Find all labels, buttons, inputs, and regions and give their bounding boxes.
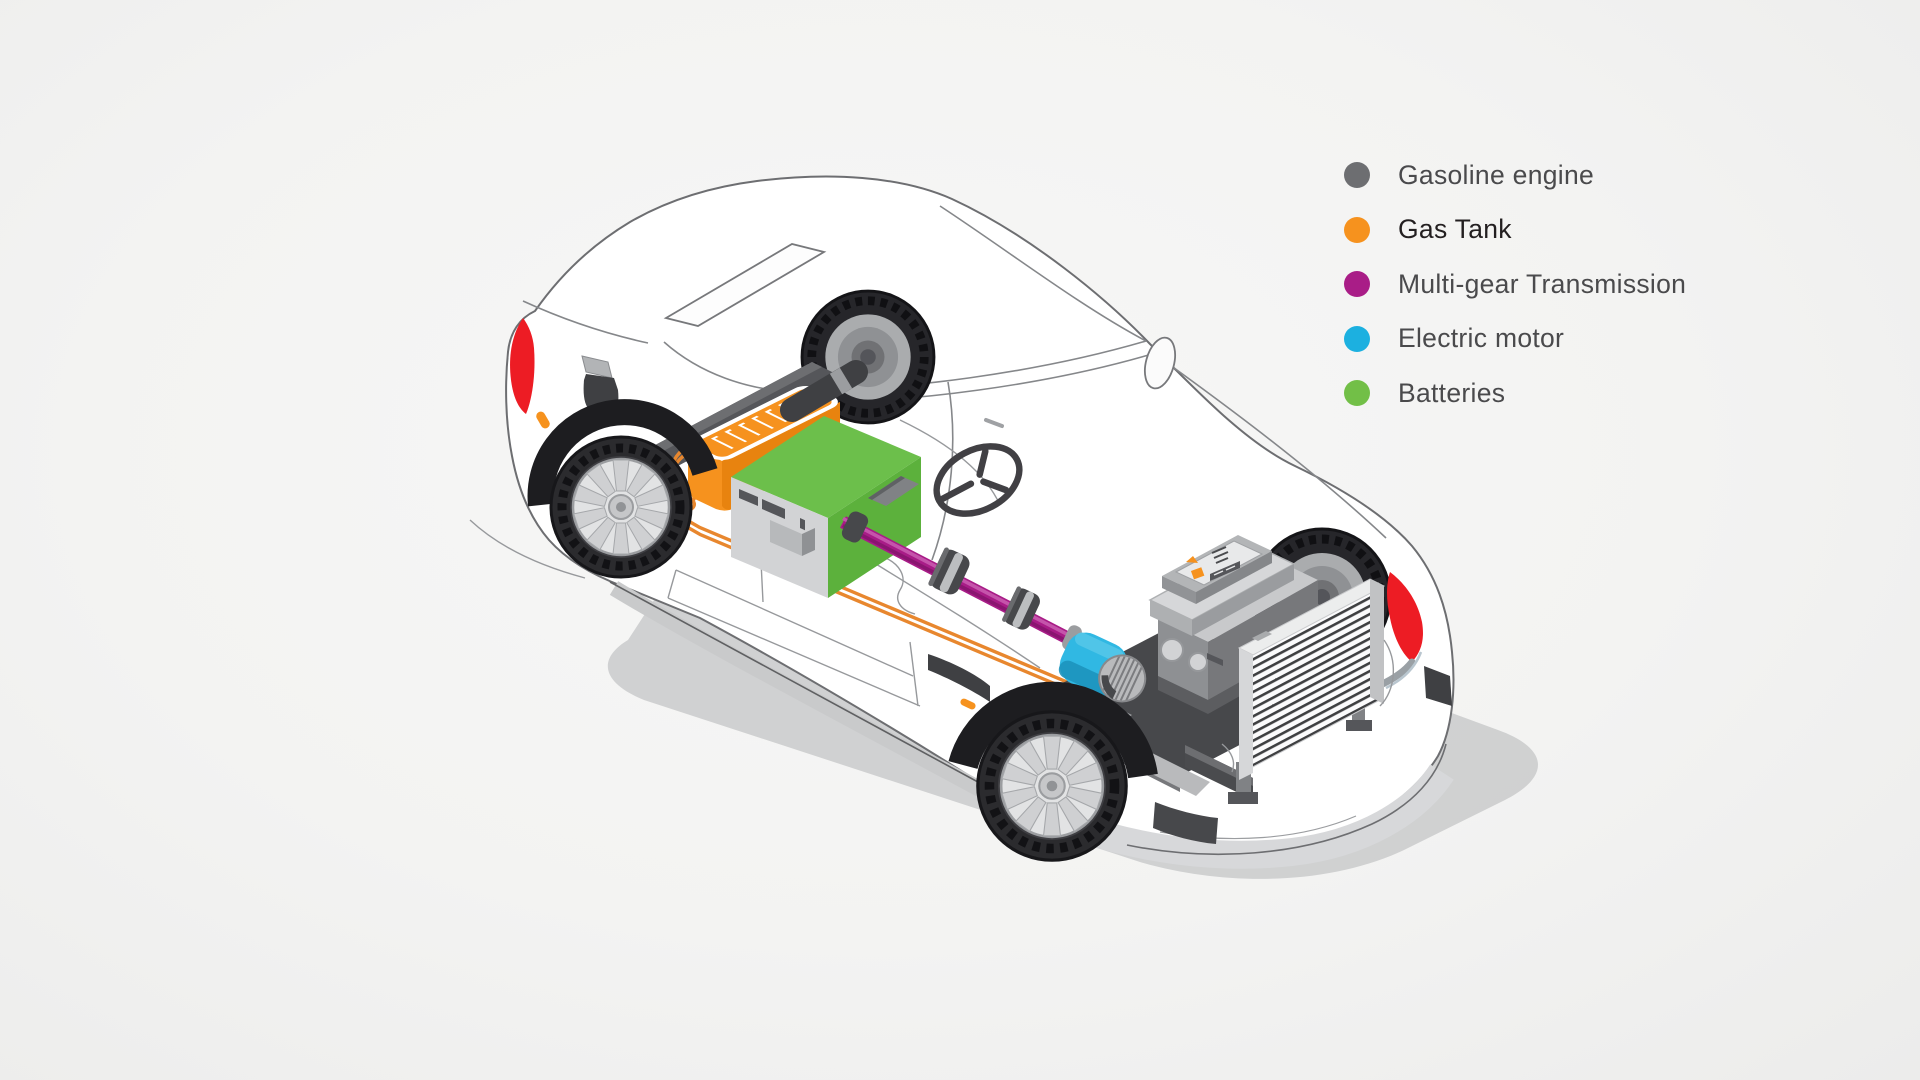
legend-item-multi-gear-transmission: Multi-gear Transmission — [1344, 257, 1686, 312]
electric-motor — [1058, 632, 1147, 705]
legend-item-gasoline-engine: Gasoline engine — [1344, 148, 1686, 203]
legend-label-gasoline-engine: Gasoline engine — [1398, 159, 1595, 190]
rear-wheel-arch — [527, 399, 718, 507]
legend-label-multi-gear-transmission: Multi-gear Transmission — [1398, 268, 1687, 299]
legend-dot-batteries — [1344, 380, 1370, 407]
front-vent — [1424, 666, 1452, 706]
legend-dot-gasoline-engine — [1344, 162, 1370, 189]
sunroof — [663, 243, 827, 327]
front-side-marker — [960, 698, 976, 710]
legend-label-batteries: Batteries — [1398, 377, 1506, 408]
legend-item-electric-motor: Electric motor — [1344, 312, 1686, 367]
legend-dot-multi-gear-transmission — [1344, 271, 1370, 298]
legend-label-electric-motor: Electric motor — [1398, 323, 1565, 354]
radiator — [1228, 578, 1395, 804]
front-wheel-near — [978, 712, 1126, 860]
front-wheel-arch — [948, 681, 1158, 779]
legend-dot-gas-tank — [1344, 216, 1370, 243]
battery-pack — [731, 416, 921, 598]
legend-label-gas-tank: Gas Tank — [1398, 214, 1512, 245]
rear-wheel-near — [551, 437, 691, 577]
steering-wheel — [933, 443, 1023, 517]
body-lines — [469, 205, 1387, 707]
rear-side-marker — [536, 411, 550, 429]
front-air-dam — [1153, 802, 1218, 844]
legend-item-batteries: Batteries — [1344, 366, 1686, 421]
legend-item-gas-tank: Gas Tank — [1344, 203, 1686, 258]
tail-light — [510, 318, 535, 414]
drive-shaft — [840, 511, 1088, 653]
cv-joint-2 — [1002, 586, 1040, 630]
side-mirror — [1143, 336, 1177, 390]
legend: Gasoline engine Gas Tank Multi-gear Tran… — [1344, 148, 1686, 421]
rear-axle — [780, 360, 868, 422]
legend-dot-electric-motor — [1344, 325, 1370, 352]
shaft-coupler — [841, 511, 869, 543]
cv-joint-1 — [928, 547, 970, 595]
